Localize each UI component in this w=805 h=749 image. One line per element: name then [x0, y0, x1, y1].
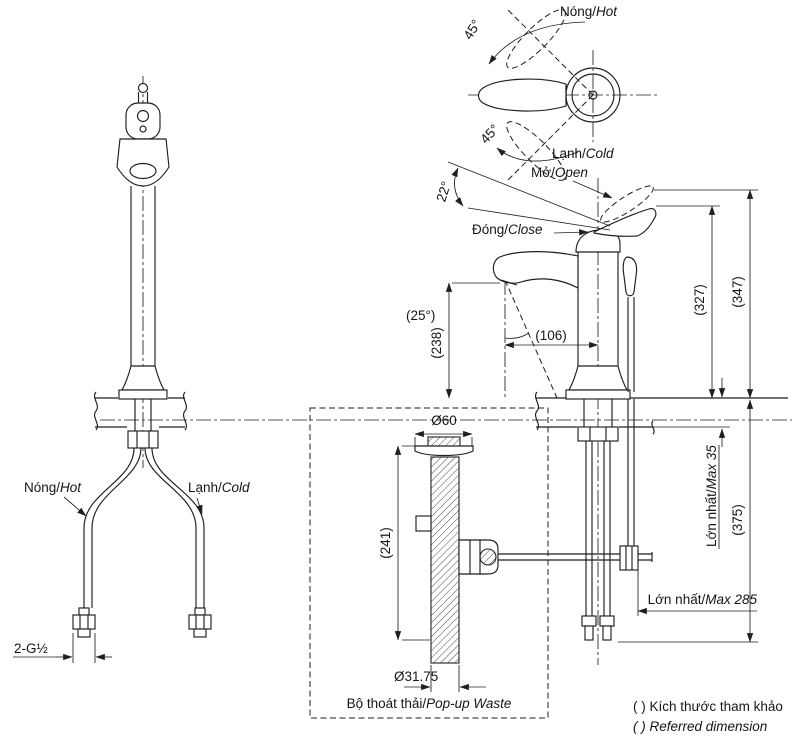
supply-hoses — [83, 447, 205, 608]
hot-leader-line — [63, 496, 87, 517]
dimension-max285: Lớn nhất/Max 285 — [637, 570, 758, 616]
legend-line-en: ( ) Referred dimension — [633, 719, 767, 734]
label-dim-238: (238) — [429, 327, 444, 359]
dimension-tail-3175: Ø31.75 — [394, 665, 486, 692]
hose-connectors — [72, 607, 212, 638]
below-deck-assembly — [498, 399, 653, 641]
label-hot-top: Nóng/Hot — [560, 4, 618, 19]
label-dim-60: Ø60 — [431, 413, 457, 428]
label-dim-3175: Ø31.75 — [394, 669, 438, 684]
cold-rotation-arrow — [496, 147, 579, 162]
hot-rotation-arrow — [488, 21, 586, 65]
dimension-327-347-375: (327) (347) (375) — [618, 189, 758, 643]
open-leader-line — [572, 180, 613, 199]
label-dim-106: (106) — [535, 328, 567, 343]
label-cold-front: Lạnh/Cold — [188, 480, 250, 495]
open-angle-dimension: 22° — [433, 161, 611, 231]
drain-body — [430, 456, 460, 664]
dimension-238: (238) — [429, 282, 500, 399]
handle-top-view — [477, 78, 567, 112]
water-stream-lines — [504, 279, 558, 399]
popup-rod-clevis — [619, 545, 639, 571]
close-leader-line — [553, 229, 589, 236]
popup-horizontal-rod — [498, 553, 620, 561]
top-view-drawing: Nóng/Hot Lạnh/Cold 45° 45° — [460, 4, 660, 183]
popup-waste-drawing: Ø60 (241) Ø31.75 Bộ thoát thải/Pop-up Wa… — [309, 407, 549, 719]
label-max-35: Lớn nhất/Max 35 — [704, 445, 719, 547]
front-view-drawing: Nóng/Hot Lạnh/Cold 2-G½ — [13, 76, 250, 663]
label-close: Đóng/Close — [472, 222, 543, 237]
pivot-ball — [479, 548, 497, 566]
handle-hot-position-dashed — [506, 9, 566, 69]
drain-assembly — [414, 436, 499, 664]
handle-open-position-dashed — [600, 185, 654, 223]
label-open: Mở/Open — [531, 165, 588, 180]
dimension-106: (106) — [504, 328, 599, 349]
legend-line-vi: ( ) Kích thước tham khảo — [633, 699, 783, 714]
handle-closed-position — [593, 208, 657, 237]
label-max-285: Lớn nhất/Max 285 — [648, 592, 758, 607]
side-view-drawing: 22° Mở/Open Đóng/Close (238) (25°) (106)… — [406, 161, 758, 665]
dimension-max35: Lớn nhất/Max 35 — [704, 378, 726, 549]
label-angle-22: 22° — [433, 180, 454, 204]
label-cold-top: Lạnh/Cold — [552, 146, 614, 161]
front-faucet-body — [116, 82, 170, 449]
faucet-side-profile — [492, 185, 657, 400]
label-angle-45-upper: 45° — [460, 17, 484, 42]
handle-cold-position-dashed — [506, 121, 566, 181]
label-dim-241: (241) — [378, 527, 393, 559]
label-dim-375: (375) — [730, 504, 745, 536]
spout-profile — [492, 251, 579, 289]
thread-size-dimension: 2-G½ — [13, 633, 112, 663]
label-dim-327: (327) — [692, 284, 707, 316]
legend-note: ( ) Kích thước tham khảo ( ) Referred di… — [633, 699, 783, 734]
lift-rod-knob — [622, 256, 638, 297]
dimension-flange-60: Ø60 — [414, 413, 473, 446]
popup-waste-boundary — [309, 407, 549, 719]
cold-leader-line — [196, 497, 203, 515]
label-thread-size: 2-G½ — [14, 641, 48, 656]
label-angle-45-lower: 45° — [477, 121, 502, 146]
label-dim-347: (347) — [730, 276, 745, 308]
dimension-241: (241) — [378, 445, 430, 641]
drain-flange — [414, 445, 474, 457]
popup-waste-caption: Bộ thoát thải/Pop-up Waste — [347, 696, 512, 711]
label-angle-25: (25°) — [406, 308, 435, 323]
label-hot-front: Nóng/Hot — [24, 480, 82, 495]
